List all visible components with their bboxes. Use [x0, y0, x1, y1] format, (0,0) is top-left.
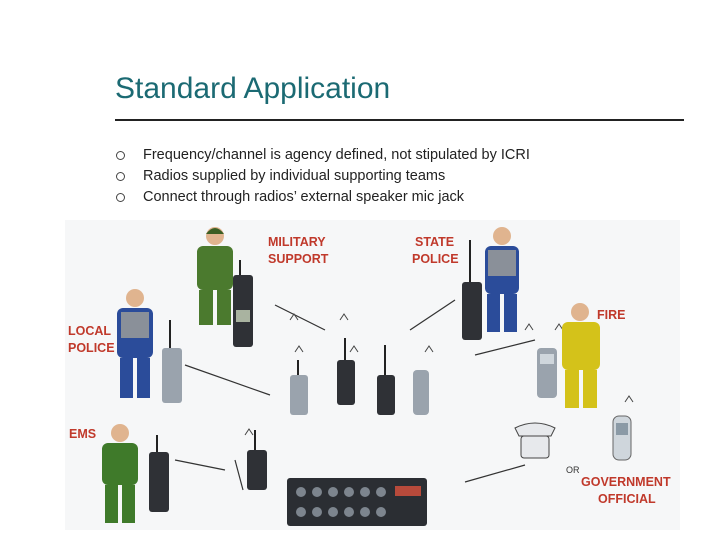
leg-icon — [137, 358, 150, 398]
signal-icon — [244, 395, 634, 436]
vest-icon — [488, 250, 516, 276]
interop-console-icon — [287, 478, 427, 526]
label-government: GOVERNMENT — [581, 475, 671, 489]
center-radios — [247, 338, 429, 490]
ems-radio-icon — [149, 435, 169, 512]
bullet-item: Connect through radios’ external speaker… — [115, 187, 530, 208]
signal-icon — [289, 313, 349, 321]
local-police-figure — [117, 289, 153, 398]
bullet-list: Frequency/channel is agency defined, not… — [115, 145, 530, 208]
ems-figure — [102, 424, 138, 523]
signal-icon — [524, 323, 564, 331]
leg-icon — [199, 290, 213, 325]
arrow-military — [274, 304, 326, 331]
label-support: SUPPORT — [268, 252, 329, 266]
signal-icon — [424, 345, 434, 353]
label-fire: FIRE — [597, 308, 625, 322]
radio-interop-diagram: MILITARY SUPPORT STATE POLICE LOCAL POLI… — [65, 220, 680, 530]
label-or: OR — [566, 465, 580, 475]
hollow-bullet-icon — [116, 193, 125, 202]
cell-phone-icon — [612, 415, 632, 461]
bullet-item: Frequency/channel is agency defined, not… — [115, 145, 530, 166]
local-police-radio-icon — [162, 320, 182, 403]
leg-icon — [217, 290, 231, 325]
radio-icon — [290, 360, 308, 415]
bullet-text: Connect through radios’ external speaker… — [143, 189, 465, 205]
torso-icon — [562, 322, 600, 370]
arrow-state-police — [409, 299, 456, 331]
leg-icon — [120, 358, 133, 398]
connection-arrows — [174, 299, 536, 491]
radio-icon — [413, 370, 429, 415]
label-official: OFFICIAL — [598, 492, 656, 506]
fire-figure — [562, 303, 600, 408]
head-icon — [111, 424, 129, 442]
leg-icon — [122, 485, 135, 523]
label-local: LOCAL — [68, 324, 111, 338]
vest-icon — [121, 312, 149, 338]
radio-icon — [377, 345, 395, 415]
label-state: STATE — [415, 235, 454, 249]
radio-icon — [247, 430, 267, 490]
head-icon — [571, 303, 589, 321]
telephone-icon — [514, 422, 556, 459]
head-icon — [126, 289, 144, 307]
hollow-bullet-icon — [116, 172, 125, 181]
bullet-text: Frequency/channel is agency defined, not… — [143, 147, 530, 163]
label-military: MILITARY — [268, 235, 326, 249]
signal-icon — [294, 345, 359, 353]
state-police-radio-icon — [462, 240, 482, 340]
bullet-text: Radios supplied by individual supporting… — [143, 168, 446, 184]
arrow-local-police — [184, 364, 271, 396]
torso-icon — [102, 443, 138, 485]
military-figure — [197, 227, 233, 325]
leg-icon — [487, 294, 500, 332]
leg-icon — [105, 485, 118, 523]
hollow-bullet-icon — [116, 151, 125, 160]
arrow-fire — [474, 339, 536, 356]
torso-icon — [197, 246, 233, 290]
helmet-icon — [206, 228, 224, 234]
state-police-figure — [485, 227, 519, 332]
leg-icon — [565, 370, 579, 408]
signal-marks — [244, 313, 634, 436]
leg-icon — [583, 370, 597, 408]
title-divider — [115, 119, 684, 121]
head-icon — [493, 227, 511, 245]
arrow-ems — [174, 459, 226, 471]
radio-icon — [337, 338, 355, 405]
label-police-state: POLICE — [412, 252, 459, 266]
slide-title: Standard Application — [115, 72, 391, 105]
leg-icon — [504, 294, 517, 332]
label-police-local: POLICE — [68, 341, 115, 355]
label-ems: EMS — [69, 427, 96, 441]
arrow-ems-radio — [234, 459, 244, 491]
bullet-item: Radios supplied by individual supporting… — [115, 166, 530, 187]
military-radio-icon — [233, 260, 253, 347]
arrow-phone — [464, 464, 526, 483]
fire-radio-icon — [537, 348, 557, 398]
